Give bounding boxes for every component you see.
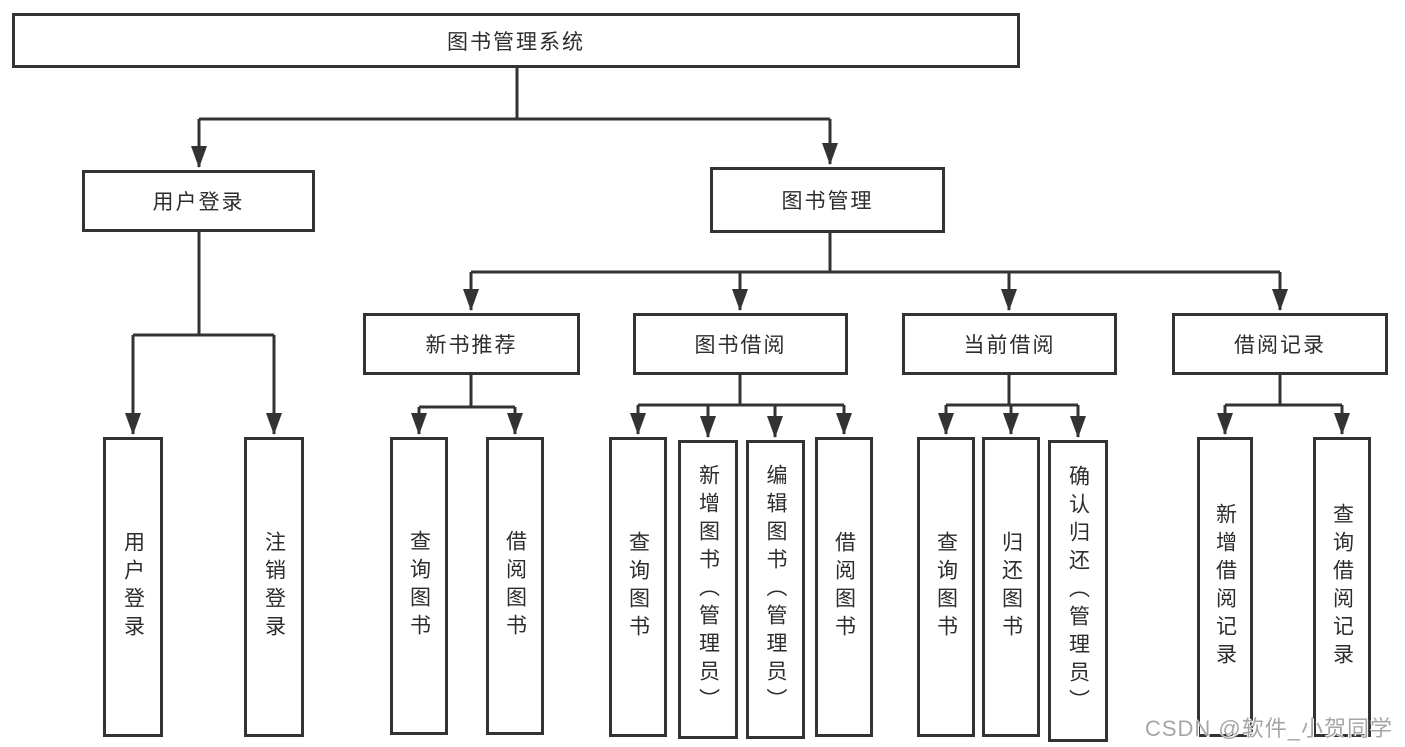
leaf-query-books-recommend: 查询图书: [390, 437, 448, 735]
node-label: 查询图书: [407, 530, 431, 642]
leaf-query-books-borrowing: 查询图书: [609, 437, 667, 737]
node-label: 图书管理系统: [447, 30, 585, 54]
node-label: 注销登录: [262, 531, 286, 643]
node-label: 借阅图书: [503, 530, 527, 642]
leaf-return-books: 归还图书: [982, 437, 1040, 737]
node-label: 图书借阅: [694, 334, 787, 357]
node-label: 当前借阅: [963, 334, 1056, 357]
leaf-logout: 注销登录: [244, 437, 304, 737]
node-label: 图书管理: [781, 190, 874, 213]
leaf-borrow-books-recommend: 借阅图书: [486, 437, 544, 735]
leaf-query-borrow-record: 查询借阅记录: [1313, 437, 1371, 737]
csdn-watermark: CSDN @软件_小贺同学: [1144, 716, 1393, 741]
node-label: 归还图书: [999, 531, 1023, 643]
node-label: 新增借阅记录: [1213, 503, 1237, 671]
node-current-borrowing: 当前借阅: [902, 313, 1117, 375]
node-label: 新增图书（管理员）: [696, 463, 720, 716]
node-book-management: 图书管理: [710, 167, 945, 233]
node-label: 用户登录: [121, 531, 145, 643]
node-label: 借阅图书: [832, 531, 856, 643]
leaf-confirm-return-admin: 确认归还（管理员）: [1048, 440, 1108, 742]
node-book-borrowing: 图书借阅: [633, 313, 848, 375]
leaf-borrow-books: 借阅图书: [815, 437, 873, 737]
node-user-login: 用户登录: [82, 170, 315, 232]
node-label: 查询借阅记录: [1330, 503, 1354, 671]
node-label: 借阅记录: [1234, 334, 1326, 357]
leaf-query-books-current: 查询图书: [917, 437, 975, 737]
node-label: 新书推荐: [425, 334, 518, 357]
leaf-add-book-admin: 新增图书（管理员）: [678, 440, 738, 739]
node-library-management-system: 图书管理系统: [12, 13, 1020, 68]
node-label: 编辑图书（管理员）: [764, 463, 787, 716]
node-borrowing-records: 借阅记录: [1172, 313, 1388, 375]
leaf-user-login: 用户登录: [103, 437, 163, 737]
leaf-add-borrow-record: 新增借阅记录: [1197, 437, 1253, 737]
node-label: 确认归还（管理员）: [1066, 465, 1090, 717]
node-new-book-recommendation: 新书推荐: [363, 313, 580, 375]
node-label: 用户登录: [152, 191, 245, 214]
node-label: 查询图书: [934, 531, 958, 643]
node-label: 查询图书: [626, 531, 650, 643]
leaf-edit-book-admin: 编辑图书（管理员）: [746, 440, 805, 739]
